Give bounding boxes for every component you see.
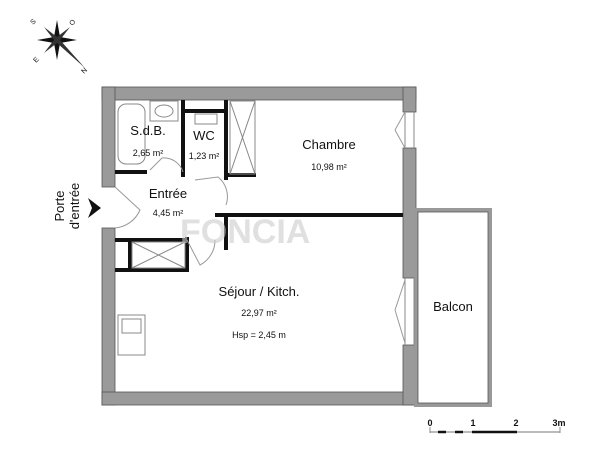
scale-tick-2: 2 [513, 418, 518, 428]
entrance-arrow-icon [88, 198, 101, 218]
entrance-label-line1: Porte [52, 190, 67, 221]
room-area-entree: 4,45 m² [153, 208, 184, 218]
toilet-icon [194, 113, 218, 125]
watermark-logo: FONCIA [180, 213, 310, 251]
scale-tick-0: 0 [427, 418, 432, 428]
windows [394, 111, 415, 345]
interior-walls [115, 100, 403, 272]
scale-tick-3: 3m [552, 418, 565, 428]
room-area-sdb: 2,65 m² [133, 148, 164, 158]
compass-west-label: O [68, 18, 77, 27]
compass-south-label: S [29, 18, 37, 26]
kitchen-sink-icon [117, 314, 146, 356]
room-name-balcon: Balcon [433, 299, 473, 314]
room-name-chambre: Chambre [302, 137, 355, 152]
room-name-sejour: Séjour / Kitch. [219, 284, 300, 299]
fixtures [117, 100, 256, 356]
entrance-label-line2: d'entrée [67, 183, 82, 230]
compass-north-label: N [80, 67, 89, 76]
scale-bar [429, 427, 561, 434]
washbasin-icon [149, 100, 179, 122]
bathtub-icon [117, 103, 146, 165]
room-area-sejour: 22,97 m² [241, 308, 277, 318]
closet-icon [229, 100, 256, 175]
scale-tick-1: 1 [470, 418, 475, 428]
room-area-wc: 1,23 m² [189, 151, 220, 161]
room-name-sdb: S.d.B. [130, 123, 165, 138]
compass-rose-icon [37, 20, 85, 68]
balcony-outline [414, 208, 492, 407]
doors[interactable] [114, 157, 228, 266]
room-ceiling-height: Hsp = 2,45 m [232, 330, 286, 340]
outer-walls [101, 86, 417, 406]
room-name-entree: Entrée [149, 186, 187, 201]
room-name-wc: WC [193, 128, 215, 143]
compass-east-label: E [32, 56, 40, 64]
room-area-chambre: 10,98 m² [311, 162, 347, 172]
